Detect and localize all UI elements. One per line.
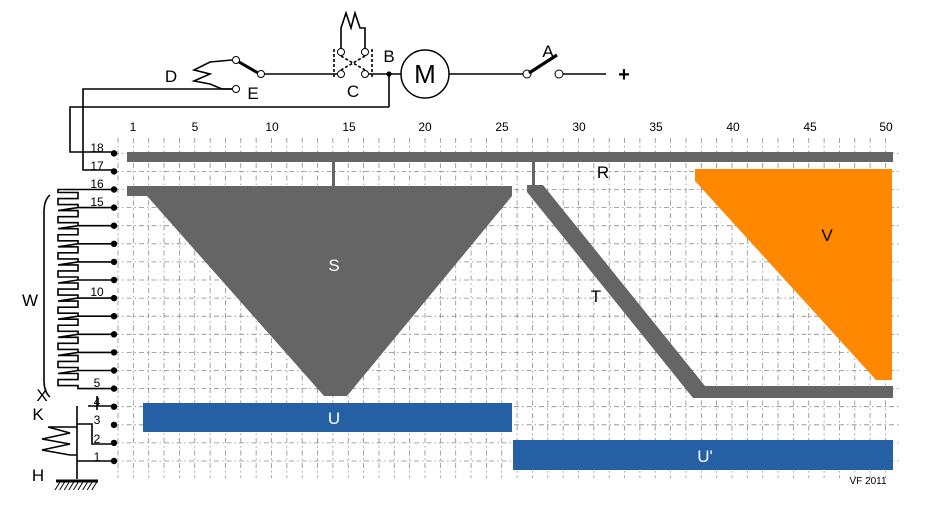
region-label-v: V [821, 226, 833, 245]
label-x: X [36, 386, 47, 405]
row-number: 17 [90, 159, 104, 173]
column-number: 5 [192, 120, 199, 134]
credit-text: VF 2011 [849, 476, 886, 487]
column-number: 20 [418, 120, 432, 134]
motor-label: M [414, 59, 436, 89]
ground-hatch-line [59, 481, 66, 491]
segment-r-bar [127, 152, 893, 162]
column-number: 35 [649, 120, 663, 134]
label-k: K [32, 405, 44, 424]
top-circuit: + A M B C D E [69, 10, 630, 171]
contact-finger-dot [110, 421, 118, 428]
ground-hatch-line [63, 481, 70, 491]
segment-v [695, 169, 892, 380]
label-e: E [247, 84, 258, 103]
ground-hatch-line [82, 481, 89, 491]
contact-finger-dot [110, 150, 118, 157]
column-number: 1 [130, 120, 137, 134]
row-number: 10 [90, 285, 104, 299]
segment-u-prime [513, 440, 893, 470]
contact-finger-dot [110, 168, 118, 175]
row-number: 5 [94, 376, 101, 390]
segment-u [143, 403, 512, 432]
label-d: D [165, 67, 177, 86]
column-number: 15 [342, 120, 356, 134]
ground-hatch-line [72, 481, 79, 491]
contact-fingers [110, 150, 118, 465]
ground-hatch-line [86, 481, 93, 491]
row-number: 2 [94, 432, 101, 446]
region-label-r: R [597, 163, 609, 182]
region-label-t: T [591, 287, 601, 306]
column-number: 50 [879, 120, 893, 134]
w-bracket [43, 194, 51, 398]
label-c: C [347, 82, 359, 101]
resistor-section: W X K H [22, 188, 114, 491]
row-number: 18 [90, 141, 104, 155]
label-w: W [22, 291, 38, 310]
region-label-u-prime: U' [697, 447, 713, 466]
ground-hatch-line [68, 481, 75, 491]
ground-hatch-line [77, 481, 84, 491]
column-number: 25 [495, 120, 509, 134]
supply-plus: + [618, 64, 630, 86]
segment-s [127, 186, 512, 396]
region-label-u: U [328, 409, 340, 428]
segment-t-connector [532, 162, 535, 186]
column-number: 40 [726, 120, 740, 134]
region-label-s: S [328, 256, 339, 275]
row-number: 16 [90, 177, 104, 191]
row-number: 3 [94, 413, 101, 427]
label-a: A [542, 42, 554, 61]
column-number: 45 [803, 120, 817, 134]
column-number: 10 [265, 120, 279, 134]
row-number: 15 [90, 195, 104, 209]
ground-hatch [54, 481, 98, 491]
ground-hatch-line [91, 481, 98, 491]
label-h: H [32, 466, 44, 485]
label-b: B [383, 47, 394, 66]
row-number: 1 [94, 450, 101, 464]
segment-r-connector [332, 162, 335, 188]
column-numbers: 1 5 10 15 20 25 30 35 40 45 50 [130, 120, 893, 134]
contact-finger-dot [110, 439, 118, 447]
ground-hatch-line [54, 481, 61, 491]
column-number: 30 [572, 120, 586, 134]
